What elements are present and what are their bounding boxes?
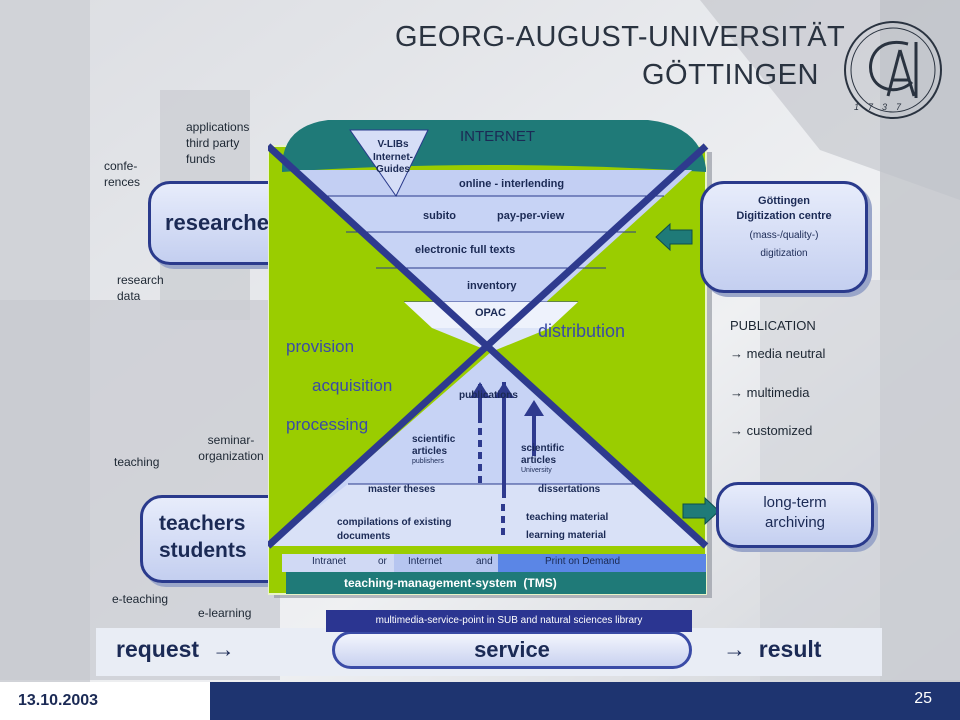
vlibs-line: Guides	[376, 164, 410, 175]
electronic-full-texts-label: electronic full texts	[415, 244, 516, 256]
publication-item: → customized	[730, 423, 813, 438]
sci-pub-source: publishers	[412, 458, 444, 465]
e-learning-label: e-learning	[198, 606, 252, 620]
tms-label: teaching-management-system (TMS)	[344, 576, 557, 590]
applications-label: applications third party funds	[186, 119, 249, 168]
right-arrow-icon	[682, 496, 720, 526]
result-text: result	[758, 636, 822, 662]
applications-line: third party	[186, 136, 240, 151]
university-seal-logo	[844, 21, 942, 119]
research-data-line: research	[117, 273, 164, 287]
vlibs-line: Internet-	[373, 151, 413, 163]
archiving-line: long-term	[763, 494, 827, 511]
master-theses-label: master theses	[368, 484, 436, 495]
long-term-archiving-pill: long-term archiving	[716, 482, 874, 548]
request-label: request →	[116, 636, 235, 663]
service-pill: service	[332, 631, 692, 669]
left-arrow-icon	[655, 222, 693, 252]
result-label: → result	[723, 636, 821, 663]
archiving-line: archiving	[764, 514, 826, 532]
upper-funnel	[290, 170, 692, 352]
teaching-label: teaching	[114, 455, 160, 469]
conferences-label: confe- rences	[104, 158, 140, 190]
sci-pub-line: scientific	[412, 434, 456, 445]
applications-line: applications	[186, 120, 250, 134]
dissertations-label: dissertations	[538, 484, 601, 495]
conferences-line: confe-	[104, 159, 138, 173]
publication-heading: PUBLICATION	[730, 318, 816, 333]
presentation-date: 13.10.2003	[0, 682, 210, 720]
or-label: or	[378, 556, 387, 567]
seminar-label: seminar- organization	[192, 432, 270, 464]
gdz-line: (mass-/quality-)	[749, 229, 819, 241]
applications-line: funds	[186, 152, 216, 167]
gdz-line: Göttingen	[758, 195, 810, 207]
subito-label: subito	[423, 210, 456, 222]
arrow-right-icon: →	[211, 636, 235, 662]
multimedia-service-point-banner: multimedia-service-point in SUB and natu…	[326, 610, 692, 632]
seminar-line: organization	[198, 449, 264, 464]
research-data-label: research data	[117, 272, 164, 304]
scientific-articles-publishers-label: scientific articles publishers	[412, 434, 455, 466]
inventory-label: inventory	[467, 280, 517, 292]
opac-label: OPAC	[475, 307, 506, 319]
sci-uni-source: University	[521, 467, 552, 474]
library-funnel-diagram	[268, 120, 712, 598]
scientific-articles-university-label: scientific articles University	[521, 443, 564, 475]
intranet-label: Intranet	[312, 556, 346, 567]
service-label: service	[474, 637, 550, 662]
request-text: request	[116, 636, 200, 662]
research-data-line: data	[117, 289, 141, 304]
e-teaching-label: e-teaching	[112, 592, 169, 606]
upward-arrows	[470, 382, 544, 536]
gdz-line: digitization	[760, 247, 808, 259]
digitization-centre-pill: Göttingen Digitization centre (mass-/qua…	[700, 181, 868, 293]
teachers-students-label: teachers students	[159, 510, 247, 565]
vlibs-label: V-LIBs Internet- Guides	[360, 139, 426, 177]
digitization-centre-label: Göttingen Digitization centre (mass-/qua…	[703, 194, 865, 261]
footer-bar: 13.10.2003 25	[0, 682, 960, 720]
acquisition-label: acquisition	[312, 376, 393, 395]
university-name-line1: GEORG-AUGUST-UNIVERSITÄT	[395, 21, 846, 53]
seal-year: 1737	[854, 102, 911, 112]
processing-label: processing	[286, 415, 369, 434]
publication-item: → multimedia	[730, 385, 810, 400]
vlibs-line: V-LIBs	[377, 139, 409, 150]
arrow-right-icon: →	[723, 636, 746, 662]
researcher-label: researcher	[165, 210, 278, 235]
internet-channel-label: Internet	[408, 556, 442, 567]
sci-uni-line: scientific	[521, 443, 565, 454]
sci-uni-line: articles	[521, 455, 557, 466]
archiving-label: long-term archiving	[719, 493, 871, 534]
conferences-line: rences	[104, 175, 141, 190]
pay-per-view-label: pay-per-view	[497, 210, 565, 222]
compilations-label: compilations of existing documents	[337, 516, 451, 543]
university-name-line2: GÖTTINGEN	[642, 59, 819, 91]
university-name: GEORG-AUGUST-UNIVERSITÄT GÖTTINGEN	[395, 20, 846, 91]
vlibs-triangle	[349, 129, 429, 197]
learning-material-label: learning material	[526, 530, 607, 541]
sci-pub-line: articles	[412, 446, 448, 457]
gdz-line: Digitization centre	[736, 210, 832, 223]
seminar-line: seminar-	[207, 433, 255, 447]
teaching-material-label: teaching material	[526, 512, 609, 523]
print-on-demand-label: Print on Demand	[545, 556, 621, 567]
slide-number: 25	[914, 690, 932, 707]
and-label: and	[476, 556, 493, 567]
provision-label: provision	[286, 337, 355, 356]
publication-item: → media neutral	[730, 346, 826, 361]
students-line: students	[159, 539, 247, 563]
internet-label: INTERNET	[460, 128, 535, 145]
online-interlending-label: online - interlending	[459, 178, 565, 190]
x-line-right	[268, 143, 709, 549]
distribution-label: distribution	[538, 321, 626, 341]
compilations-line: documents	[337, 530, 391, 542]
teachers-line: teachers	[159, 512, 246, 535]
publications-label: publications	[459, 390, 518, 401]
compilations-line: compilations of existing	[337, 517, 452, 528]
